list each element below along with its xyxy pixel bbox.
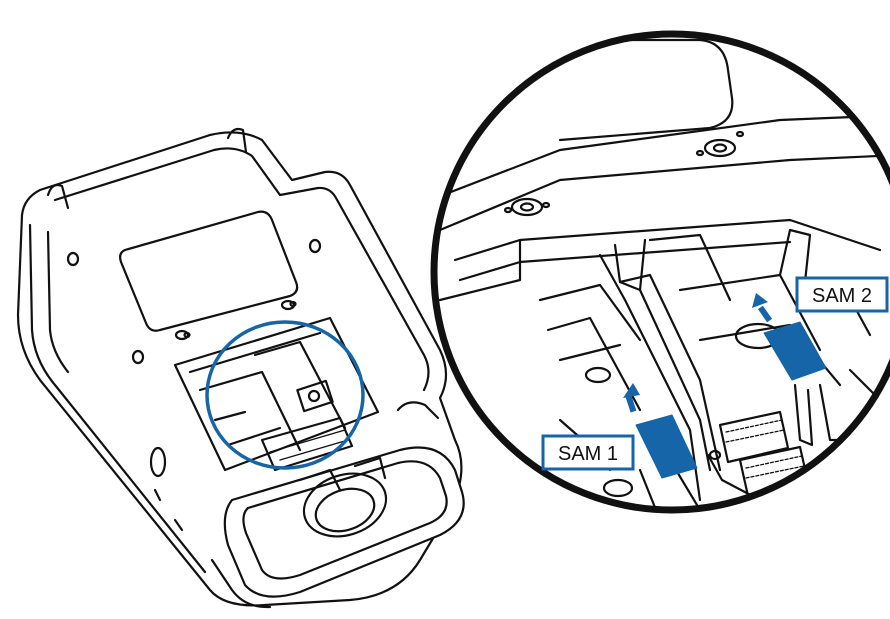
- magnifier-circle: [205, 320, 365, 470]
- terminal-device: [16, 127, 465, 609]
- zoom-detail: [430, 30, 890, 514]
- sam-card-1: [635, 414, 698, 479]
- sam2-label: SAM 2: [812, 285, 872, 307]
- sam1-callout: SAM 1: [541, 434, 635, 471]
- sam1-label: SAM 1: [558, 443, 618, 465]
- arrow-up-icon: [752, 293, 773, 323]
- arrow-up-icon: [623, 383, 640, 413]
- sam-card-2: [763, 321, 827, 381]
- sam2-callout: SAM 2: [795, 276, 889, 313]
